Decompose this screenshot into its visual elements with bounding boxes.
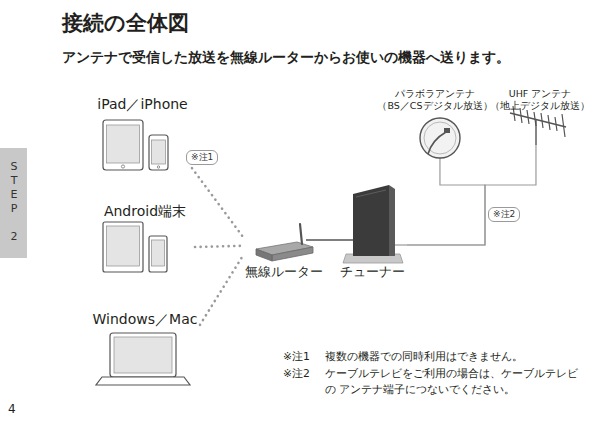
node-sublabel: （BS／CSデジタル放送） — [377, 100, 492, 112]
page-number: 4 — [8, 401, 16, 417]
page-title: 接続の全体図 — [62, 9, 189, 37]
step-tab — [0, 148, 27, 258]
lead-text: アンテナで受信した放送を無線ルーターからお使いの機器へ送ります。 — [62, 49, 510, 65]
wireless-link — [192, 168, 244, 238]
note-marker: ※注2 — [283, 366, 310, 382]
phone-screen — [152, 240, 165, 266]
tuner-bevel — [356, 190, 386, 197]
tablet-icon — [103, 120, 143, 170]
node-label: Windows／Mac — [93, 310, 198, 328]
laptop-base — [96, 377, 190, 385]
cable-line — [324, 239, 338, 241]
step-tab-label: STEP 2 — [0, 160, 27, 244]
node-sublabel: （地上デジタル放送） — [490, 100, 590, 112]
dish-arm — [428, 132, 446, 154]
antenna-mast — [535, 119, 536, 145]
antenna-node: UHF アンテナ（地上デジタル放送） — [492, 88, 588, 145]
node-label: iPad／iPhone — [97, 95, 187, 113]
router-front — [272, 247, 313, 261]
laptop-icon — [110, 333, 176, 377]
cable-stub — [395, 244, 407, 245]
device-group: Windows／Mac — [90, 310, 200, 388]
yagi-boom — [510, 113, 566, 127]
laptop-screen — [114, 337, 172, 373]
node-label: UHF アンテナ — [509, 88, 572, 100]
dish-rim — [424, 122, 456, 154]
router-side — [256, 249, 272, 261]
node-label: Android端末 — [104, 202, 186, 220]
phone-icon — [149, 135, 168, 170]
note-callout: ※注1 — [186, 150, 218, 165]
tuner-node: チューナー — [338, 183, 407, 280]
phone-icon — [149, 236, 167, 272]
cable-stub — [338, 239, 353, 241]
router-antenna — [300, 224, 302, 244]
dish-icon — [420, 118, 460, 158]
home-button — [157, 166, 159, 168]
router-node: 無線ルーター — [244, 222, 324, 280]
tuner-icon — [353, 185, 389, 256]
tablet-screen — [107, 226, 140, 266]
tablet-icon — [103, 222, 143, 272]
device-group: iPad／iPhone — [93, 95, 192, 172]
wireless-link — [200, 254, 244, 325]
antenna-node: パラボラアンテナ（BS／CSデジタル放送） — [380, 88, 490, 160]
phone-screen — [152, 140, 166, 164]
cable-line — [407, 160, 485, 245]
note-marker: ※注1 — [283, 349, 310, 365]
note-text: 複数の機器での同時利用はできません。 — [325, 349, 523, 365]
cable-line — [407, 145, 536, 245]
cable-stub — [306, 239, 324, 241]
tablet-screen — [107, 125, 140, 163]
node-label: パラボラアンテナ — [395, 88, 475, 100]
tuner-side — [389, 185, 395, 256]
note-text: ケーブルテレビをご利用の場合は、ケーブルテレビの アンテナ端子につないでください… — [325, 366, 589, 398]
node-label: チューナー — [340, 264, 405, 280]
device-group: Android端末 — [95, 202, 195, 272]
wireless-link — [195, 246, 244, 247]
node-label: 無線ルーター — [245, 264, 323, 280]
note-callout: ※注2 — [488, 207, 520, 222]
home-button — [121, 165, 124, 168]
dish-feed — [444, 128, 450, 133]
